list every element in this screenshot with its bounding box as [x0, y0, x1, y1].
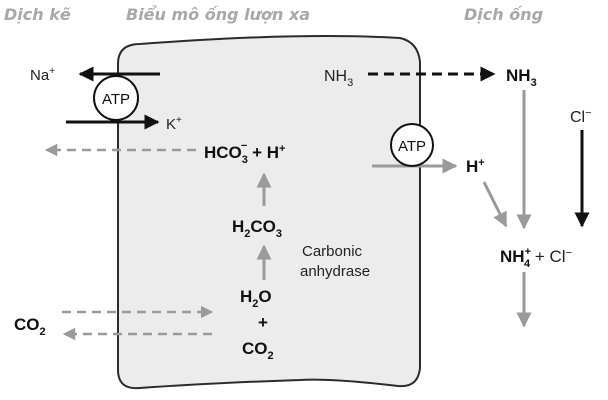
na-label: Na+ — [30, 66, 55, 84]
plus-sign: + — [258, 313, 268, 332]
co2-interstitial-label: CO2 — [14, 315, 46, 338]
ammonium-chloride-label: NH+4 + Cl− — [500, 246, 572, 270]
cl-label: Cl− — [570, 107, 592, 126]
k-label: K+ — [166, 115, 182, 133]
atp-pump-circle-right — [390, 123, 434, 167]
na-k-pump: ATP Na+ K+ — [30, 66, 182, 133]
nh3-cell-label: NH3 — [324, 68, 353, 89]
header-interstitial: Dịch kẽ — [4, 5, 71, 24]
enzyme-name-line2: anhydrase — [300, 263, 370, 280]
co2-cell-label: CO2 — [242, 339, 274, 362]
h-to-ammonium-arrow — [482, 181, 508, 228]
enzyme-name-line1: Carbonic — [302, 243, 363, 260]
hco3-h-label: HCO3− + H+ — [204, 140, 285, 166]
h2co3-label: H2CO3 — [232, 217, 282, 240]
epithelial-cell — [117, 35, 421, 390]
header-cell: Biểu mô ống lượn xa — [126, 5, 310, 24]
atp-pump-circle-left — [93, 75, 139, 121]
atp-label-left: ATP — [102, 91, 130, 108]
nh3-lumen-label: NH3 — [506, 66, 537, 89]
atp-label-right: ATP — [398, 138, 426, 155]
h2o-label: H2O — [240, 287, 272, 310]
h-lumen-label: H+ — [466, 157, 485, 176]
header-lumen: Dịch ống — [464, 5, 543, 24]
